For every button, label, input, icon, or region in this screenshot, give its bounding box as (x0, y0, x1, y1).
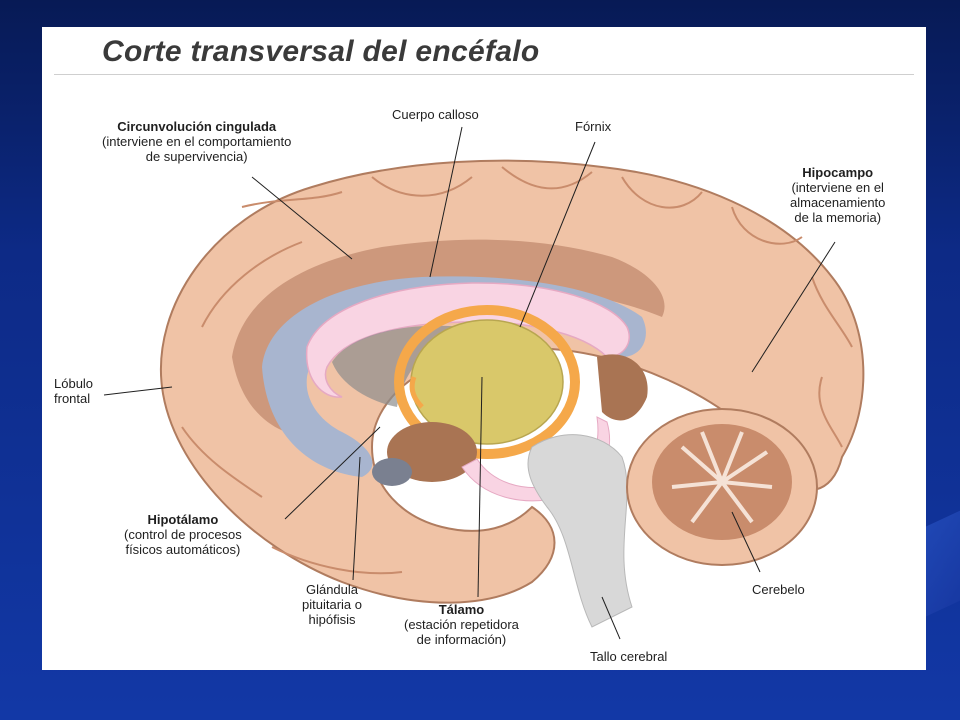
label-circunvolucion-cingulada: Circunvolución cingulada (interviene en … (102, 119, 292, 164)
label-talamo: Tálamo (estación repetidora de informaci… (404, 602, 519, 647)
label-hipotalamo: Hipotálamo (control de procesos físicos … (124, 512, 242, 557)
title-divider (54, 74, 914, 75)
brain-illustration (103, 126, 865, 640)
label-hipocampo: Hipocampo (interviene en el almacenamien… (790, 165, 886, 225)
label-glandula-pituitaria: Glándula pituitaria o hipófisis (302, 582, 362, 627)
diagram-panel: Corte transversal del encéfalo (42, 27, 926, 670)
leader-lines (103, 126, 836, 640)
diagram-title: Corte transversal del encéfalo (102, 35, 540, 68)
cortex-folds (181, 166, 853, 575)
label-tallo-cerebral: Tallo cerebral (590, 649, 668, 664)
label-cuerpo-calloso: Cuerpo calloso (392, 107, 479, 122)
brainstem (527, 434, 633, 628)
label-lobulo-frontal: Lóbulo frontal (54, 376, 94, 406)
label-fornix: Fórnix (575, 119, 612, 134)
fornix-arch (394, 305, 580, 459)
cerebellum (626, 408, 818, 566)
corpus-callosum (306, 282, 630, 398)
label-cerebelo: Cerebelo (752, 582, 805, 597)
